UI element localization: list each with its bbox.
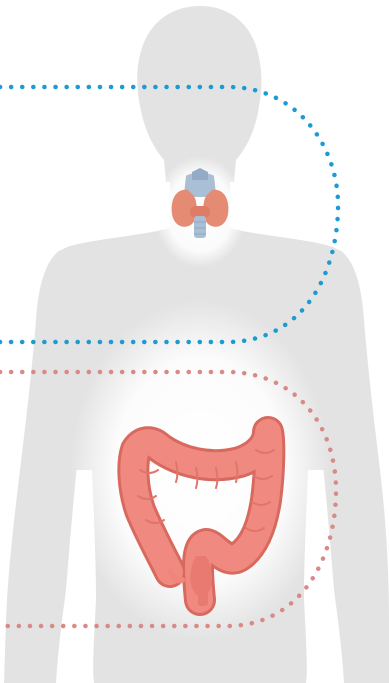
anatomy-diagram bbox=[0, 0, 389, 683]
anatomy-svg bbox=[0, 0, 389, 683]
